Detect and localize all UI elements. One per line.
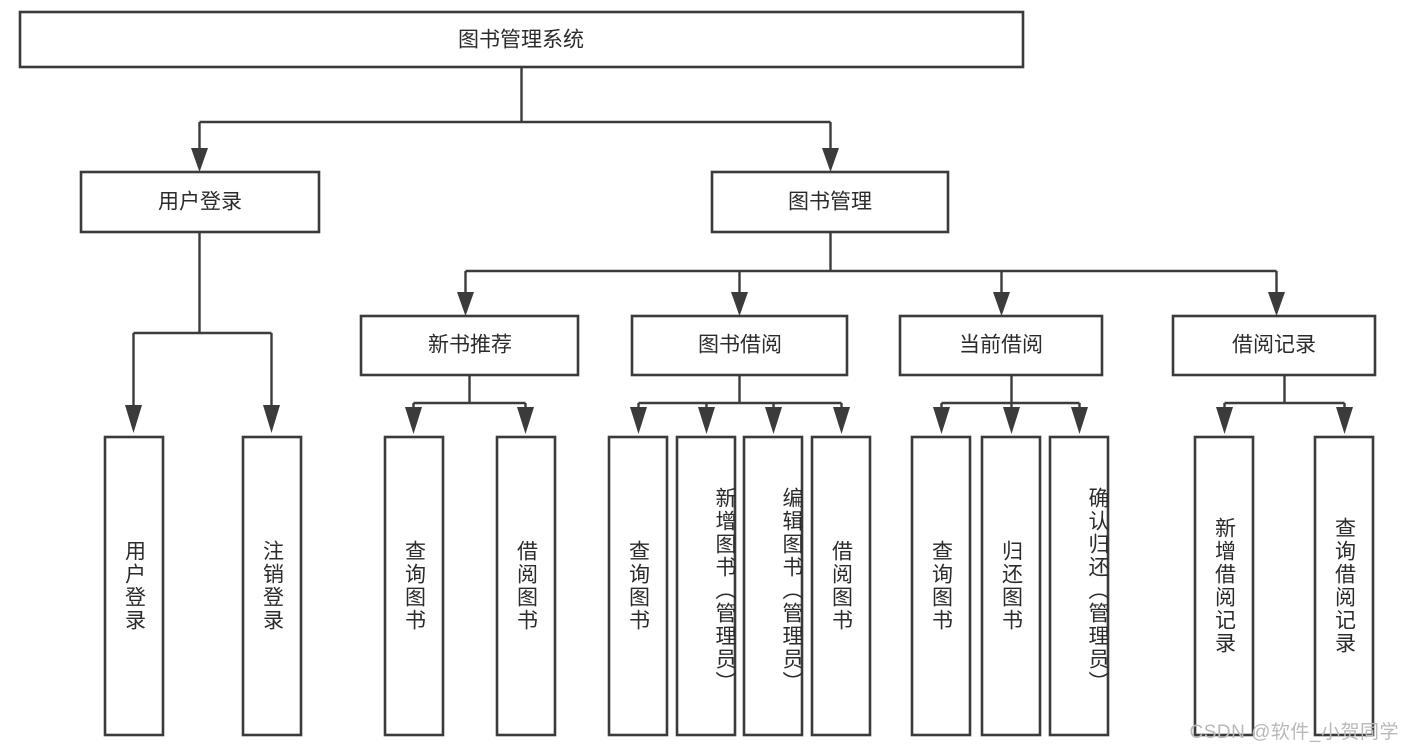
connector-group-current-borrow	[933, 375, 1088, 434]
node-leaf-query-book-2-box[interactable]	[607, 435, 669, 737]
node-book-management[interactable]: 图书管理	[710, 170, 950, 234]
arrowhead-leaf-add-record	[1216, 407, 1233, 434]
arrowhead-book-borrow	[731, 292, 748, 316]
node-leaf-borrow-book-2-box[interactable]	[810, 435, 872, 737]
node-leaf-query-book-3-box[interactable]	[910, 435, 972, 737]
node-leaf-logout-box[interactable]	[241, 435, 303, 737]
arrowhead-user-login	[191, 148, 208, 172]
arrowhead-leaf-query-book-2	[630, 407, 647, 434]
arrowhead-leaf-user-login	[125, 405, 142, 433]
node-leaf-query-record-box[interactable]	[1313, 435, 1375, 737]
node-leaf-return-book-box[interactable]	[980, 435, 1042, 737]
node-leaf-borrow-book-1-box[interactable]	[495, 435, 557, 737]
node-user-login-label: 用户登录	[158, 191, 242, 214]
node-root-box[interactable]	[18, 10, 1025, 69]
node-book-management-box[interactable]	[710, 170, 950, 234]
arrowhead-leaf-add-book	[698, 407, 715, 434]
connector-group-new-book-recommend	[405, 375, 534, 434]
node-borrow-record-label: 借阅记录	[1232, 334, 1316, 357]
arrowhead-leaf-return-book	[1003, 407, 1020, 434]
node-current-borrow-label: 当前借阅	[959, 334, 1043, 357]
node-root-label: 图书管理系统	[458, 29, 584, 52]
arrowhead-leaf-query-book-3	[933, 407, 950, 434]
connector-group-borrow-record	[1216, 375, 1353, 434]
node-new-book-recommend-box[interactable]	[359, 314, 580, 377]
arrowhead-leaf-logout	[263, 405, 280, 433]
arrowhead-borrow-record	[1268, 292, 1285, 316]
arrowhead-leaf-confirm-return	[1071, 407, 1088, 434]
node-book-management-label: 图书管理	[788, 191, 872, 214]
arrowhead-current-borrow	[993, 292, 1010, 316]
node-leaf-add-book-box[interactable]	[675, 435, 737, 737]
node-user-login-box[interactable]	[79, 170, 321, 234]
arrowhead-leaf-edit-book	[765, 407, 782, 434]
arrowhead-leaf-query-record	[1336, 407, 1353, 434]
node-new-book-recommend[interactable]: 新书推荐	[359, 314, 580, 377]
arrowhead-new-book-recommend	[457, 292, 474, 316]
node-book-borrow-box[interactable]	[630, 314, 849, 377]
node-leaf-query-book-1-box[interactable]	[383, 435, 445, 737]
connector-group-book-management	[457, 232, 1285, 316]
arrowhead-leaf-borrow-book-2	[833, 407, 850, 434]
node-book-borrow[interactable]: 图书借阅	[630, 314, 849, 377]
node-user-login[interactable]: 用户登录	[79, 170, 321, 234]
node-book-borrow-label: 图书借阅	[698, 334, 782, 357]
arrowhead-book-management	[822, 148, 839, 172]
node-borrow-record-box[interactable]	[1171, 314, 1377, 377]
node-leaf-confirm-return-box[interactable]	[1048, 435, 1110, 737]
node-current-borrow[interactable]: 当前借阅	[898, 314, 1104, 377]
node-current-borrow-box[interactable]	[898, 314, 1104, 377]
connector-group-user-login	[125, 232, 280, 433]
node-borrow-record[interactable]: 借阅记录	[1171, 314, 1377, 377]
node-leaf-user-login-box[interactable]	[103, 435, 165, 737]
arrowhead-leaf-query-book-1	[405, 407, 422, 434]
arrowhead-leaf-borrow-book-1	[517, 407, 534, 434]
csdn-watermark: CSDN @软件_小贺同学	[1189, 722, 1399, 743]
connector-group-root	[191, 67, 839, 172]
node-leaf-edit-book-box[interactable]	[742, 435, 804, 737]
node-root[interactable]: 图书管理系统	[18, 10, 1025, 69]
node-new-book-recommend-label: 新书推荐	[428, 334, 512, 357]
connector-group-book-borrow	[630, 375, 850, 434]
node-leaf-add-record-box[interactable]	[1193, 435, 1255, 737]
